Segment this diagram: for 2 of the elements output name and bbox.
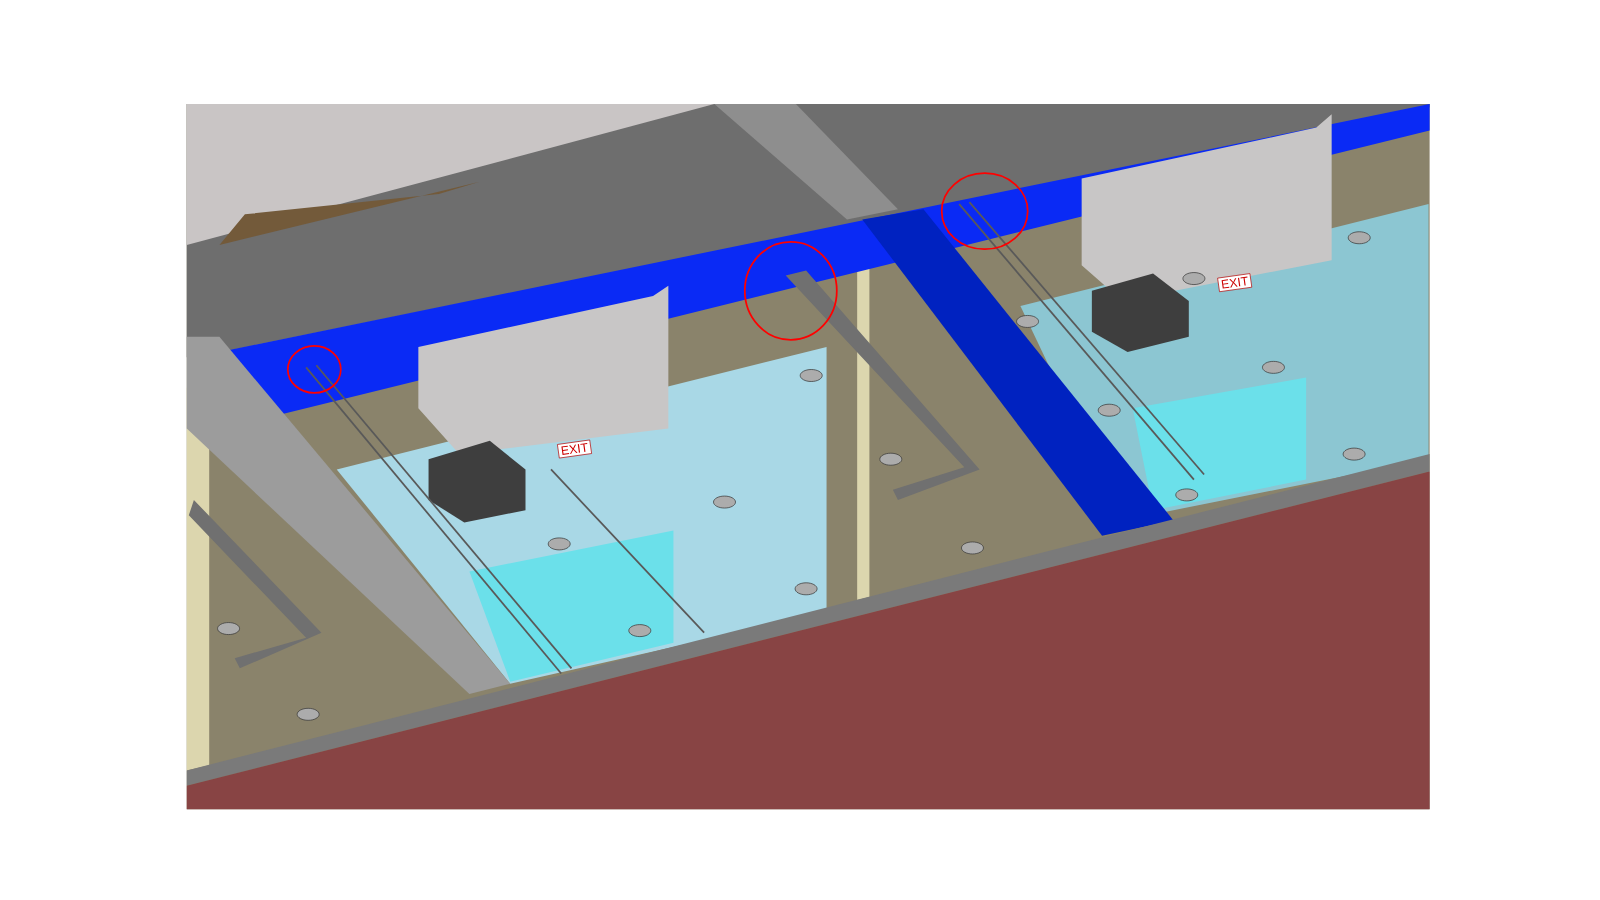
exit-sign: EXIT [557, 439, 592, 459]
exit-sign: EXIT [1217, 273, 1253, 293]
